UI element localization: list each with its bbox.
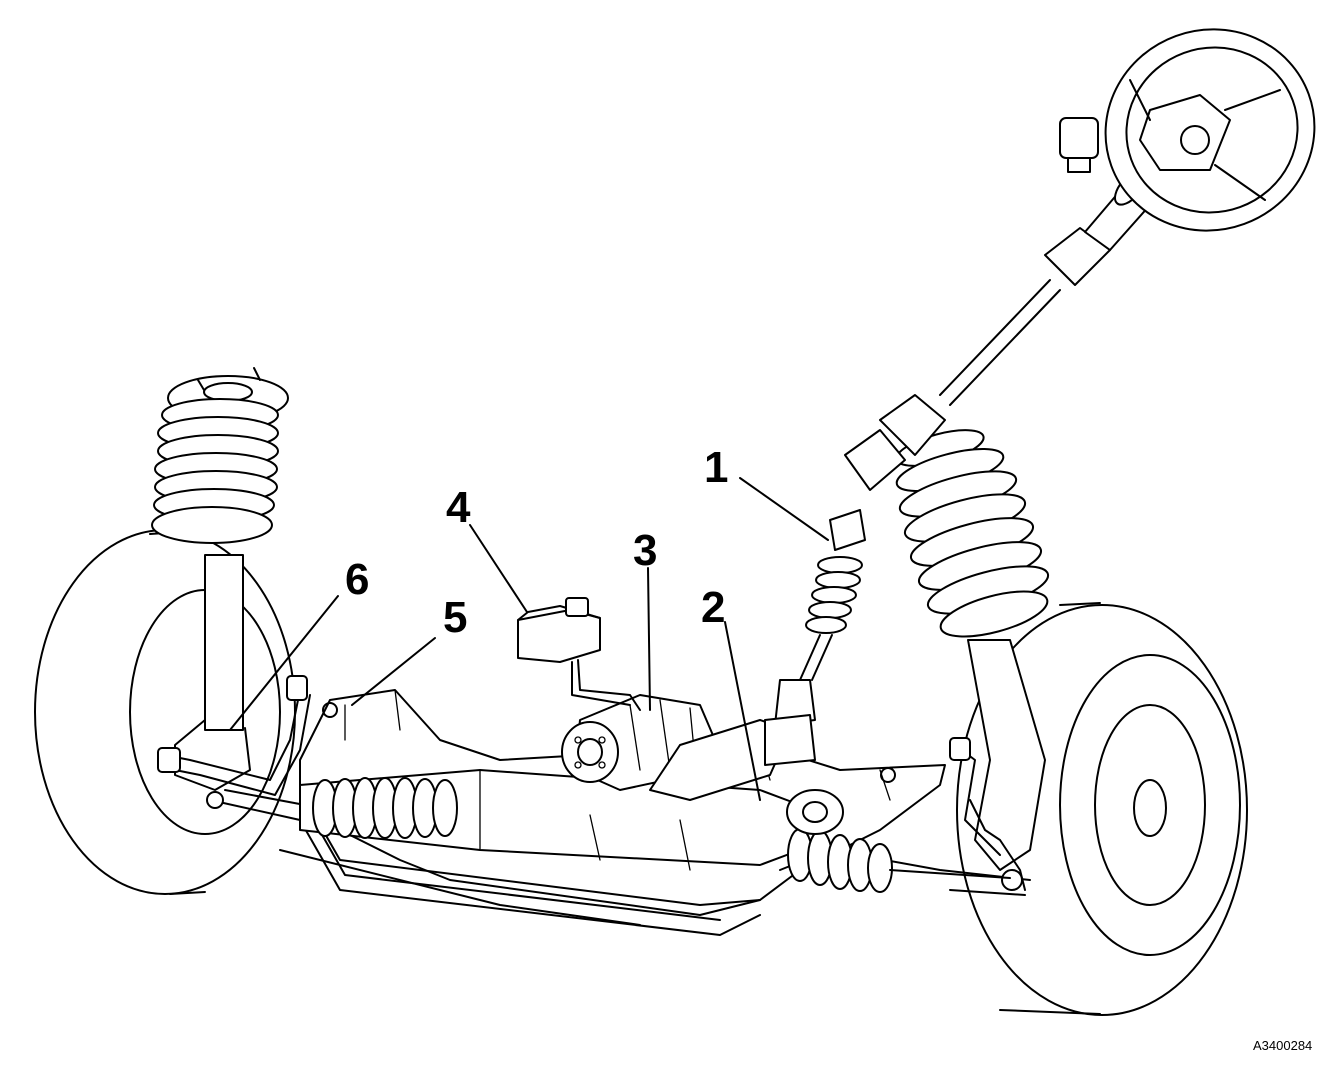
callout-1: 1 xyxy=(704,443,728,492)
left-wheel xyxy=(34,529,296,895)
callout-4: 4 xyxy=(446,483,471,532)
callout-2: 2 xyxy=(701,583,725,632)
callout-3: 3 xyxy=(633,526,657,575)
steering-wheel xyxy=(1059,28,1316,232)
left-strut xyxy=(151,367,289,791)
leader-line-1 xyxy=(739,477,829,541)
callout-labels: 1 2 3 4 5 6 xyxy=(345,443,728,642)
fluid-reservoir xyxy=(517,597,641,711)
leader-line-6 xyxy=(229,595,339,731)
callout-6: 6 xyxy=(345,555,369,604)
leader-line-4 xyxy=(469,524,528,613)
stabilizer-bar xyxy=(157,675,1001,906)
callout-leader-lines xyxy=(229,477,829,801)
leader-line-3 xyxy=(647,567,651,711)
lower-control-arms xyxy=(206,789,1031,936)
figure-reference: A3400284 xyxy=(1253,1038,1312,1053)
leader-line-5 xyxy=(351,637,436,706)
power-steering-pump xyxy=(561,694,791,801)
leader-line-2 xyxy=(724,621,761,801)
callout-5: 5 xyxy=(443,593,467,642)
right-strut xyxy=(895,429,1050,891)
